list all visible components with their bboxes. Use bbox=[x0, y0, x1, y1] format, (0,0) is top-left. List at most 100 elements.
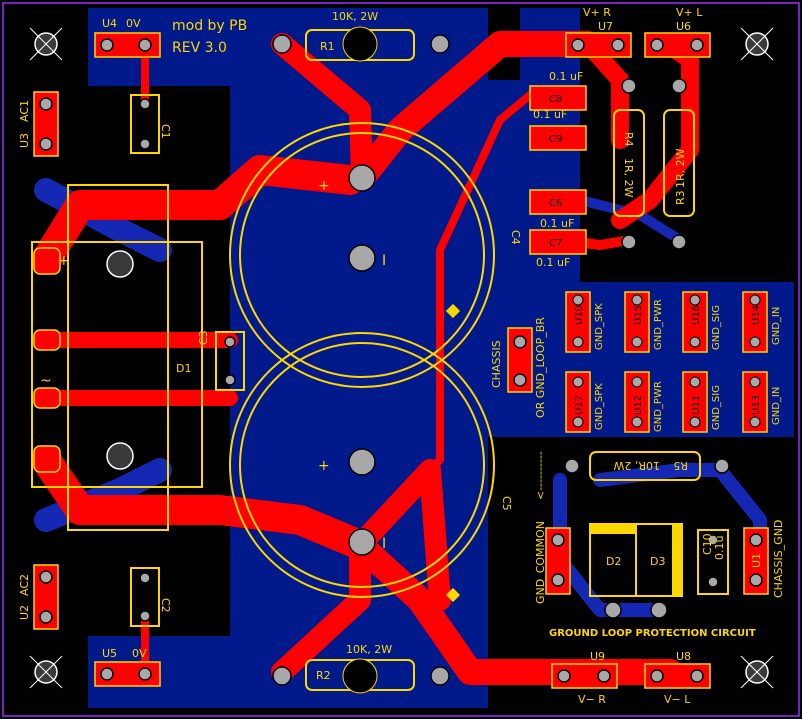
arrow-label: <---------- bbox=[534, 451, 547, 500]
ground-loop-protection: D2 D3 C10 0.1u U1 CHASSIS_GND GROUND LOO… bbox=[545, 520, 785, 639]
c10-value: 0.1u bbox=[713, 536, 726, 560]
u4-label: U4 bbox=[102, 17, 117, 30]
c3-label: C3 bbox=[197, 330, 210, 345]
d3-label: D3 bbox=[650, 555, 665, 568]
c5-plus-label: + bbox=[318, 458, 330, 474]
d1-label: D1 bbox=[176, 362, 191, 375]
capacitor-c1: C1 bbox=[130, 94, 172, 154]
r1-value: 10K, 2W bbox=[332, 10, 378, 23]
mounting-holes bbox=[29, 27, 774, 689]
c5-minus-label: I bbox=[382, 536, 386, 552]
chassis-jumper: CHASSIS OR GND_LOOP_BR <---------- GND_C… bbox=[490, 317, 547, 604]
resistor-r4: R4 1R, 2W bbox=[613, 78, 645, 250]
r2-label: R2 bbox=[316, 669, 331, 682]
r4-value: 1R, 2W bbox=[622, 158, 635, 198]
ground-headers: U10 GND_SPK U15 GND_PWR U16 GND_SIG U14 … bbox=[565, 291, 782, 433]
u17-name: GND_SPK bbox=[594, 383, 605, 430]
u14-label: U14 bbox=[751, 305, 762, 325]
chassis-label: CHASSIS bbox=[490, 340, 503, 388]
u15-label: U15 bbox=[633, 305, 644, 325]
resistor-r2: R2 10K, 2W bbox=[272, 643, 450, 694]
u11-label: U11 bbox=[691, 395, 702, 415]
connector-u7: U7 V+ R bbox=[565, 6, 632, 58]
d1-ac-label: ~ bbox=[40, 373, 52, 389]
connector-u3: U3 AC1 bbox=[18, 91, 59, 157]
u16-name: GND_SIG bbox=[711, 305, 722, 350]
connector-u6: U6 V+ L bbox=[644, 6, 711, 58]
capacitor-c8: C8 0.1 uF bbox=[529, 70, 587, 111]
resistor-r3: 1R, 2W R3 bbox=[663, 78, 695, 250]
c4-minus-label: I bbox=[382, 253, 386, 269]
protection-circuit-label: GROUND LOOP PROTECTION CIRCUIT bbox=[549, 628, 756, 639]
c2-label: C2 bbox=[159, 598, 172, 613]
u7-name: V+ R bbox=[583, 6, 611, 19]
c4-label: C4 bbox=[509, 230, 522, 245]
d2-label: D2 bbox=[606, 555, 621, 568]
r1-label: R1 bbox=[320, 40, 335, 53]
u11-name: GND_SIG bbox=[711, 385, 722, 430]
u1-label: U1 bbox=[750, 553, 763, 568]
capacitor-c4: + I C4 bbox=[229, 122, 522, 388]
r5-value: 10R, 2W bbox=[613, 459, 660, 472]
u7-label: U7 bbox=[598, 20, 613, 33]
u12-name: GND_PWR bbox=[653, 381, 664, 432]
connector-u4: U4 0V bbox=[94, 17, 161, 58]
u5-voltage: 0V bbox=[132, 647, 147, 660]
capacitor-c2: C2 bbox=[130, 567, 172, 627]
gnd-common-label: GND_COMMON bbox=[534, 521, 547, 604]
u10-name: GND_SPK bbox=[594, 303, 605, 350]
ac2-label: AC2 bbox=[18, 574, 31, 596]
u12-label: U12 bbox=[633, 395, 644, 415]
r4-label: R4 bbox=[622, 132, 635, 147]
c7-label: C7 bbox=[549, 238, 562, 249]
c1-label: C1 bbox=[159, 124, 172, 139]
r3-value: 1R, 2W bbox=[674, 148, 687, 188]
u6-label: U6 bbox=[676, 20, 691, 33]
c6-value: 0.1 uF bbox=[540, 217, 574, 230]
c8-label: C8 bbox=[549, 94, 562, 105]
u9-label: U9 bbox=[590, 650, 605, 663]
capacitor-c6: C6 0.1 uF bbox=[529, 189, 587, 230]
u2-label: U2 bbox=[18, 605, 31, 620]
capacitor-c3: C3 bbox=[197, 330, 245, 391]
connector-u2: U2 AC2 bbox=[18, 564, 59, 630]
u13-name: GND_IN bbox=[771, 387, 782, 425]
u4-voltage: 0V bbox=[126, 17, 141, 30]
connector-u5: U5 0V bbox=[94, 647, 161, 687]
u6-name: V+ L bbox=[676, 6, 703, 19]
gnd-loop-label: OR GND_LOOP_BR bbox=[534, 317, 547, 418]
r3-label: R3 bbox=[674, 190, 687, 205]
c7-value: 0.1 uF bbox=[536, 256, 570, 269]
board-title: mod by PB bbox=[172, 18, 247, 34]
u17-label: U17 bbox=[574, 395, 585, 415]
u5-label: U5 bbox=[102, 647, 117, 660]
u10-label: U10 bbox=[574, 305, 585, 325]
u15-name: GND_PWR bbox=[653, 299, 664, 350]
c9-label: C9 bbox=[549, 134, 562, 145]
bridge-rectifier-d1: D1 + ~ bbox=[31, 184, 203, 531]
r2-value: 10K, 2W bbox=[346, 643, 392, 656]
u8-label: U8 bbox=[676, 650, 691, 663]
d1-plus-label: + bbox=[58, 253, 70, 269]
u9-name: V− R bbox=[578, 693, 606, 706]
u13-label: U13 bbox=[751, 395, 762, 415]
c6-label: C6 bbox=[549, 198, 562, 209]
capacitor-c7: C7 0.1 uF bbox=[529, 229, 587, 269]
resistor-r5: R5 10R, 2W bbox=[564, 451, 730, 481]
u8-name: V− L bbox=[664, 693, 691, 706]
c4-plus-label: + bbox=[318, 178, 330, 194]
ac1-label: AC1 bbox=[18, 100, 31, 122]
capacitor-c5: + I C5 bbox=[229, 332, 513, 603]
c8-value: 0.1 uF bbox=[549, 70, 583, 83]
chassis-gnd-label: CHASSIS_GND bbox=[772, 520, 785, 598]
capacitor-c9: C9 0.1 uF bbox=[529, 108, 587, 151]
r5-label: R5 bbox=[673, 459, 688, 472]
connector-u8: U8 V− L bbox=[644, 650, 711, 706]
c5-label: C5 bbox=[500, 496, 513, 511]
c10-label: C10 bbox=[701, 533, 714, 555]
c9-value: 0.1 uF bbox=[533, 108, 567, 121]
u3-label: U3 bbox=[18, 133, 31, 148]
connector-u9: U9 V− R bbox=[551, 650, 618, 706]
